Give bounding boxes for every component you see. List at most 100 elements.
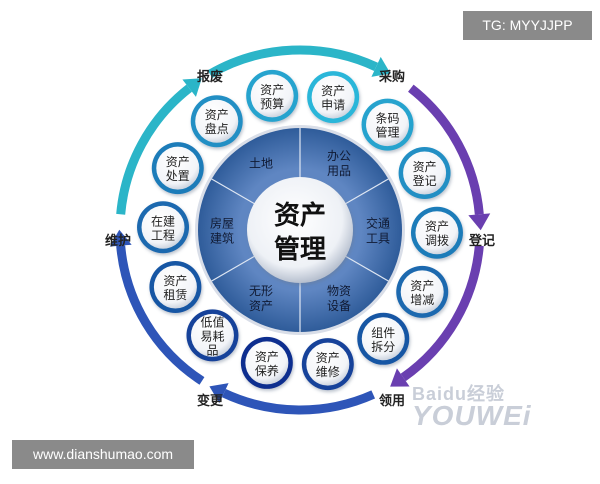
cycle-label-5: 维护 [105,233,131,249]
inner-ring-label: 土地 [249,156,273,170]
cycle-label-4: 变更 [197,393,224,409]
cycle-arrow-2 [408,84,484,215]
inner-ring-divider [344,255,389,282]
outer-item-label: 资产 [260,83,284,97]
outer-item-label: 资产 [166,155,190,169]
outer-item-face [153,265,197,309]
outer-item-label: 品 [206,343,218,357]
outer-item-label: 资产 [316,351,340,365]
inner-ring-label: 房屋 [210,216,234,231]
inner-ring-label: 建筑 [210,231,234,246]
outer-item-label: 处置 [166,169,190,183]
outer-item-face [415,211,459,255]
inner-ring-segment-1: 土地 [249,156,273,170]
cycle-label-1: 采购 [378,69,405,85]
outer-item-face [306,342,350,386]
inner-ring-label: 用品 [327,164,351,178]
outer-item-face [311,75,355,119]
inner-ring-label: 设备 [327,299,351,313]
cycle-label-3: 领用 [379,393,405,409]
watermark-top: Baidu经验 [412,384,506,404]
outer-item-label: 资产 [321,84,345,98]
outer-item-label: 保养 [255,363,279,378]
outer-item-label: 租赁 [163,288,187,302]
outer-item-face [190,313,234,357]
outer-item-face [141,205,185,249]
inner-ring-label: 物资 [327,284,351,298]
outer-item-label: 预算 [260,96,284,111]
cycle-arrowhead-1 [371,56,391,77]
outer-item-face [250,74,294,118]
outer-item-label: 资产 [410,279,434,293]
cycle-arrowhead-4 [209,383,229,404]
tg-badge: TG: MYYJJPP [463,11,592,40]
outer-item-label: 维修 [316,364,340,379]
outer-item-label: 增减 [410,293,434,307]
cycle-arrow-1 [207,45,378,79]
outer-item-label: 易耗 [200,329,224,343]
outer-item-label: 拆分 [371,339,395,354]
cycle-arrow-5 [116,245,205,385]
center-title-line1: 资产 [274,201,326,231]
outer-item-label: 申请 [321,98,345,112]
inner-ring-divider [344,178,389,205]
outer-item-label: 工程 [151,227,175,242]
outer-item-label: 资产 [205,108,229,122]
outer-item-label: 低值 [200,314,224,329]
outer-item-face [366,103,410,147]
outer-item-label: 调拨 [425,234,449,248]
outer-item-face [400,270,444,314]
inner-ring-divider [211,178,256,205]
inner-ring-divider [211,255,256,282]
cycle-arrowhead-3 [390,368,410,387]
cycle-arrowhead-5 [109,229,132,247]
cycle-label-6: 报废 [197,69,223,85]
cycle-label-2: 登记 [468,233,495,249]
cycle-arrow-3 [400,245,484,382]
cycle-arrowhead-2 [468,213,491,231]
inner-ring-label: 工具 [366,232,390,246]
center-title-line2: 管理 [274,235,326,265]
outer-item-label: 资产 [425,220,449,234]
outer-item-label: 资产 [163,274,187,288]
outer-item-label: 在建 [151,214,175,228]
cycle-arrow-4 [222,389,376,415]
inner-ring-label: 无形 [249,284,273,298]
inner-ring-label: 办公 [327,148,351,163]
outer-item-face [195,99,239,143]
outer-item-label: 条码 [376,112,400,126]
inner-ring-label: 资产 [249,299,273,313]
outer-item-face [361,317,405,361]
outer-item-label: 资产 [413,160,437,174]
outer-item-face [156,146,200,190]
outer-item-label: 管理 [376,125,400,140]
outer-item-label: 登记 [413,173,437,188]
cycle-arrow-6 [116,84,192,215]
website-badge: www.dianshumao.com [12,440,194,469]
baidu-watermark: Baidu经验 YOUWEi [412,380,532,432]
outer-item-face [403,151,447,195]
outer-item-label: 组件 [371,326,395,340]
outer-item-face [245,341,289,385]
inner-ring-label: 交通 [366,216,390,231]
